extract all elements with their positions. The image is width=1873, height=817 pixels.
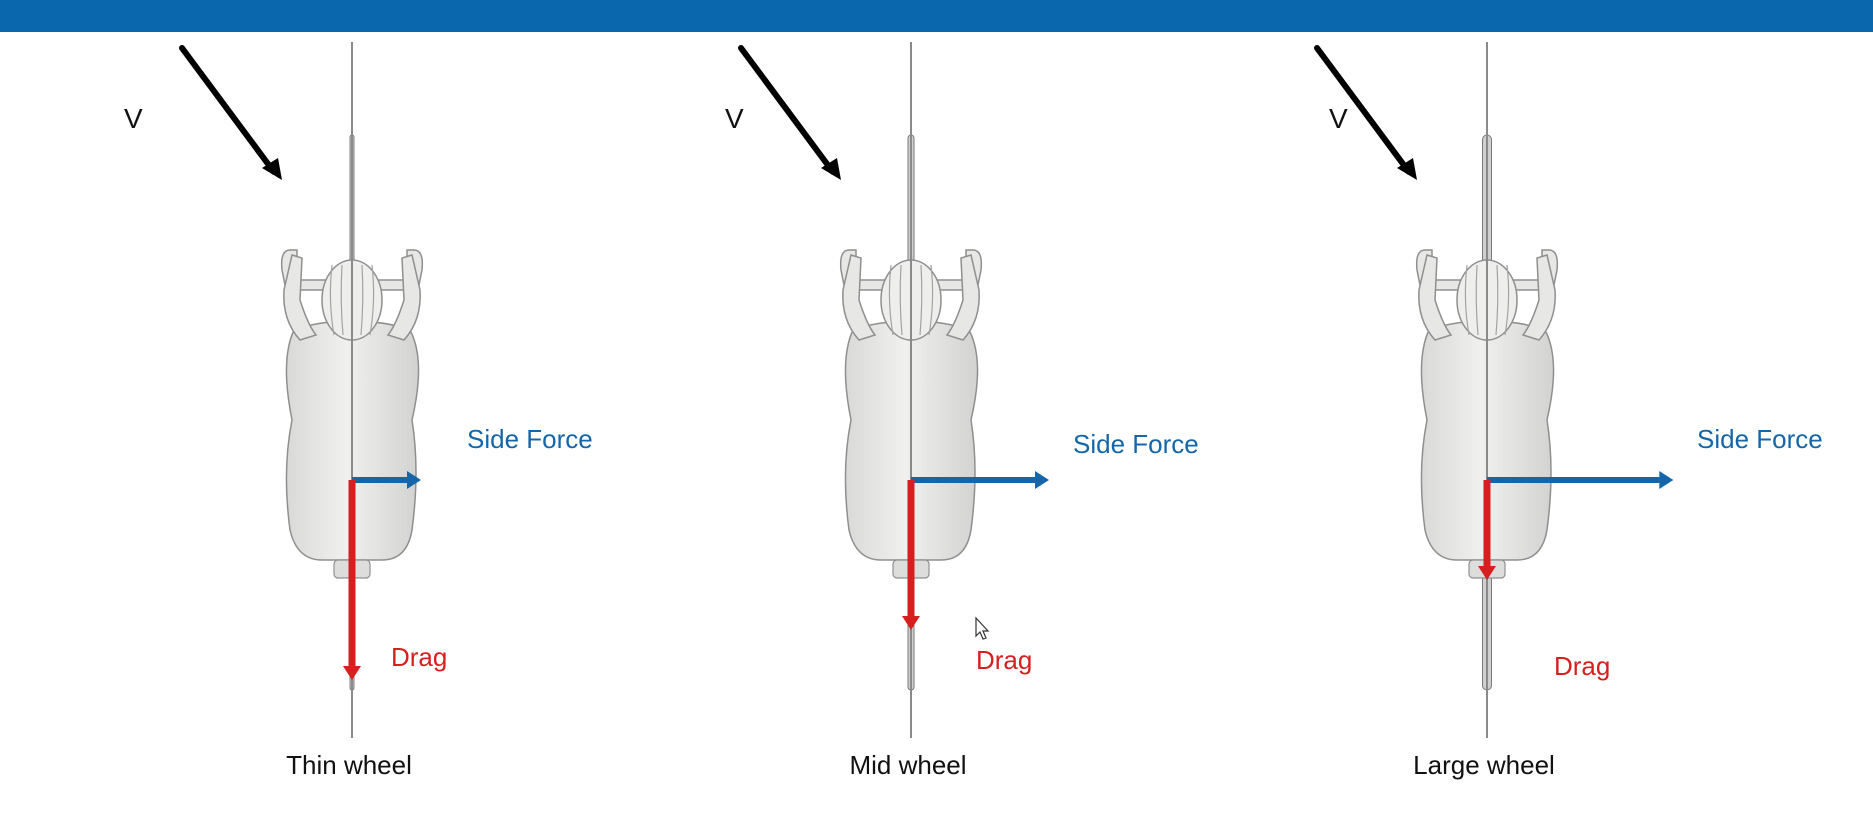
side-force-head: [1035, 471, 1049, 489]
wind-arrow-shaft: [738, 45, 836, 175]
wind-arrow-shaft: [179, 45, 277, 175]
side-force-label: Side Force: [467, 424, 593, 454]
drag-arrow: [1478, 480, 1496, 580]
helmet-vent: [919, 264, 923, 336]
wind-arrow: [738, 45, 841, 180]
velocity-label: V: [725, 103, 744, 134]
panel-caption: Mid wheel: [849, 750, 966, 780]
velocity-label: V: [1329, 103, 1348, 134]
rider-right-arm: [1521, 254, 1556, 341]
wind-arrow: [1314, 45, 1417, 180]
handlebar: [280, 249, 424, 291]
wind-arrow-head: [821, 158, 841, 180]
drag-label: Drag: [976, 645, 1032, 675]
wind-arrow-head: [262, 158, 282, 180]
helmet-vent: [888, 264, 894, 336]
side-force-head: [407, 471, 421, 489]
rider-left-arm: [842, 254, 877, 341]
helmet-vent: [1475, 264, 1479, 336]
wind-arrow: [179, 45, 282, 180]
helmet-vent: [369, 264, 375, 336]
side-force-label: Side Force: [1073, 429, 1199, 459]
drag-head: [1478, 566, 1496, 580]
helmet-vent: [899, 264, 903, 336]
panel-large-wheel: V Side Force Drag Large wheel: [1314, 42, 1823, 780]
handlebar: [839, 249, 983, 291]
helmet-vent: [340, 264, 344, 336]
helmet-vent: [928, 264, 934, 336]
drag-head: [902, 616, 920, 630]
side-force-head: [1659, 471, 1674, 489]
helmet-vent: [1464, 264, 1470, 336]
side-force-arrow: [352, 471, 421, 489]
drag-arrow: [343, 480, 361, 680]
rider-left-arm: [1418, 254, 1453, 341]
side-force-arrow: [911, 471, 1049, 489]
panel-caption: Large wheel: [1413, 750, 1555, 780]
rider-left-arm: [283, 254, 318, 341]
side-force-label: Side Force: [1697, 424, 1823, 454]
helmet-vent: [360, 264, 364, 336]
drag-label: Drag: [1554, 651, 1610, 681]
mouse-cursor-icon: [975, 616, 990, 640]
wind-arrow-head: [1397, 158, 1417, 180]
side-force-arrow: [1487, 471, 1674, 489]
panel-thin-wheel: V Side Force Drag Thin wheel: [124, 42, 593, 780]
helmet-vent: [1495, 264, 1499, 336]
rider-right-arm: [386, 254, 421, 341]
drag-arrow: [902, 480, 920, 630]
panel-mid-wheel: V Side Force Drag Mid wheel: [725, 42, 1199, 780]
panel-caption: Thin wheel: [286, 750, 412, 780]
helmet-vent: [1504, 264, 1510, 336]
helmet-vent: [329, 264, 335, 336]
top-title-bar: [0, 0, 1873, 32]
drag-label: Drag: [391, 642, 447, 672]
drag-head: [343, 666, 361, 680]
rider-right-arm: [945, 254, 980, 341]
velocity-label: V: [124, 103, 143, 134]
wind-arrow-shaft: [1314, 45, 1412, 175]
handlebar: [1415, 249, 1559, 291]
